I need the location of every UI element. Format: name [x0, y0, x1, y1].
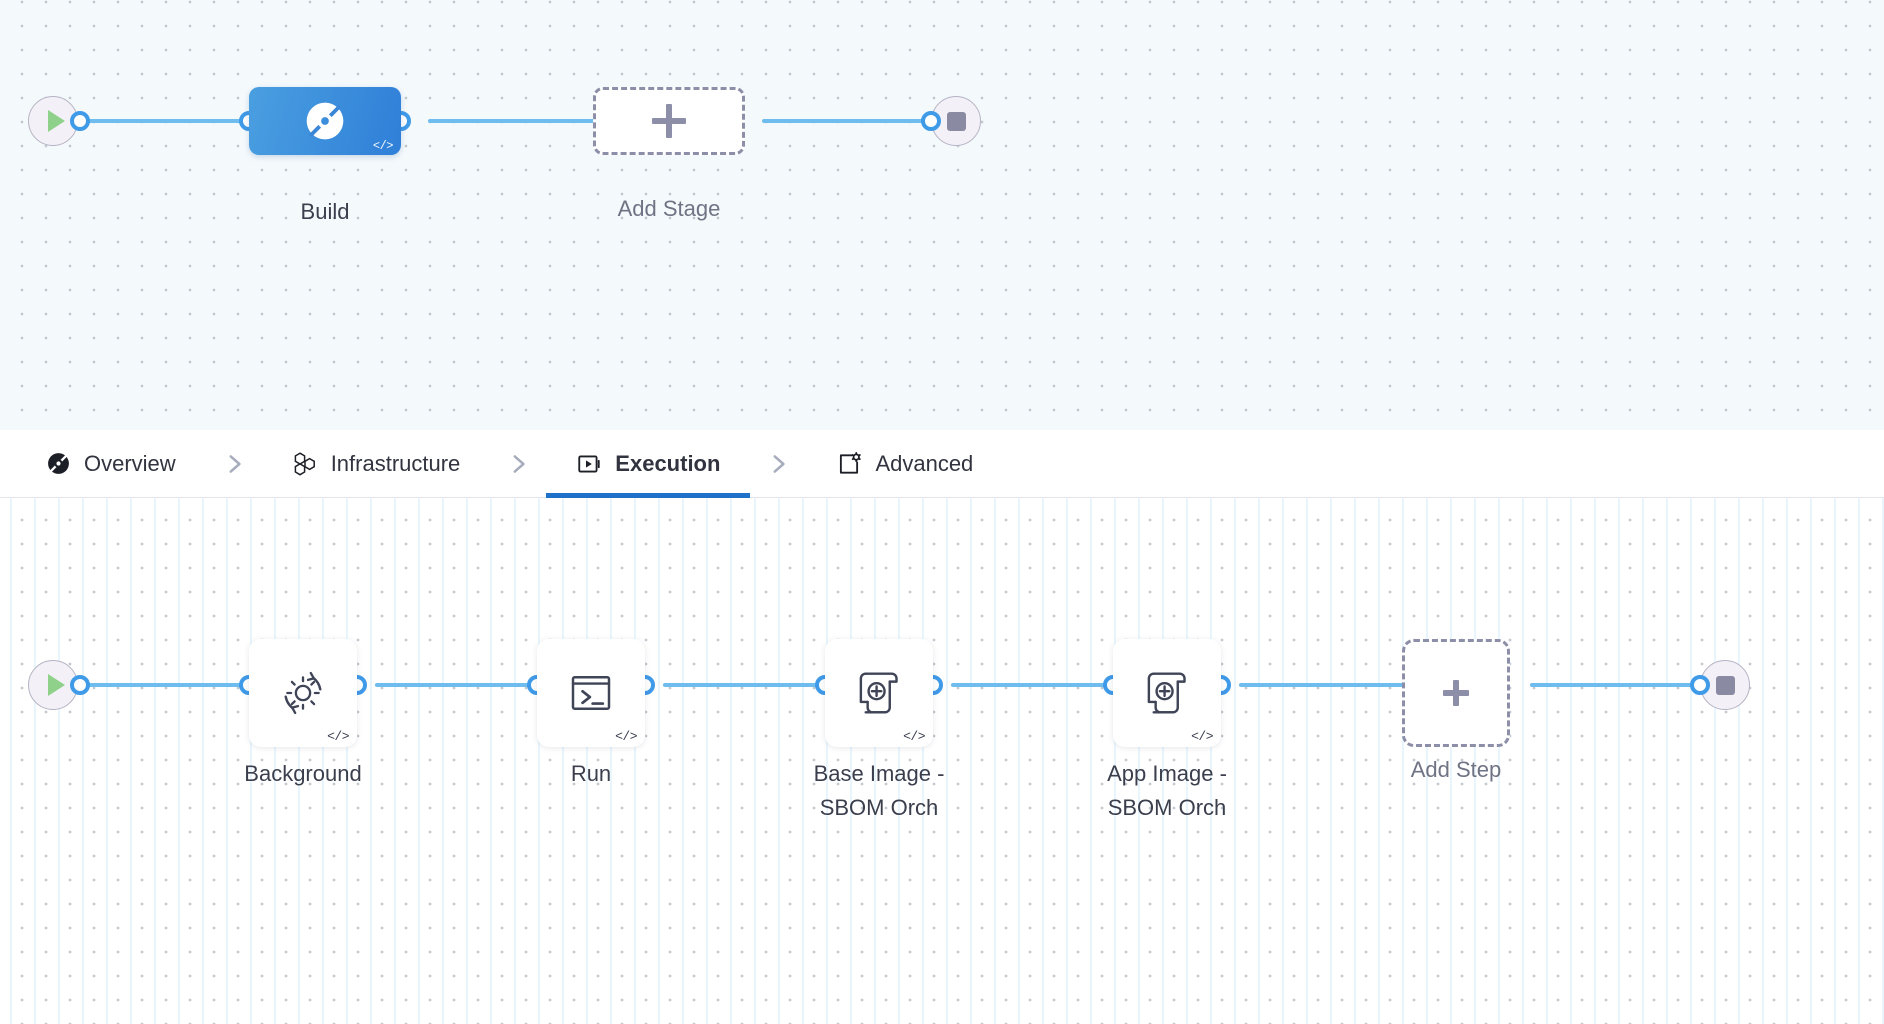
code-badge: </> [1191, 729, 1213, 744]
plus-icon [1443, 680, 1469, 706]
edge-start-to-build [78, 119, 258, 123]
play-icon [47, 110, 65, 132]
ci-build-icon [306, 102, 344, 140]
stage-pipeline-canvas[interactable]: </> Build Add Stage [0, 0, 1884, 430]
step-label-run: Run [570, 761, 612, 786]
tab-label: Infrastructure [330, 450, 461, 476]
chevron-right-icon [206, 430, 262, 497]
port-exec-start-out[interactable] [70, 675, 90, 695]
tab-advanced[interactable]: Advanced [806, 430, 1003, 497]
edge-run-to-base-image [663, 683, 843, 687]
tab-infrastructure[interactable]: Infrastructure [262, 430, 491, 497]
tab-label: Overview [84, 450, 176, 476]
tab-overview[interactable]: Overview [16, 430, 206, 497]
tab-label: Execution [615, 450, 721, 476]
stage-label-build: Build [300, 199, 350, 224]
edge-add-step-to-end [1530, 683, 1710, 687]
edge-background-to-run [375, 683, 555, 687]
execution-play-box-icon [576, 451, 602, 477]
edge-start-to-background [78, 683, 258, 687]
tab-label: Advanced [875, 450, 974, 476]
step-node-app-image-sbom-orch[interactable]: </> [1113, 639, 1221, 747]
chevron-right-icon [750, 430, 806, 497]
pipeline-start-node[interactable] [28, 96, 78, 146]
edge-build-to-add-stage [428, 119, 598, 123]
add-step-label: Add Step [1410, 757, 1502, 782]
advanced-gear-box-icon [836, 451, 862, 477]
step-node-base-image-sbom-orch[interactable]: </> [825, 639, 933, 747]
port-end-in[interactable] [921, 111, 941, 131]
edge-app-image-to-add-step [1239, 683, 1409, 687]
add-step-button[interactable] [1402, 639, 1510, 747]
tab-execution[interactable]: Execution [546, 430, 751, 498]
stop-icon [1715, 675, 1735, 695]
chevron-right-icon [490, 430, 546, 497]
sbom-scroll-plus-icon [1147, 672, 1186, 714]
step-label-base-image-sbom-orch: Base Image - SBOM Orch [813, 761, 945, 820]
terminal-icon [571, 676, 611, 710]
execution-steps-canvas[interactable]: </> Background </> Run [0, 498, 1884, 1024]
sbom-scroll-plus-icon [859, 672, 898, 714]
stop-icon [946, 111, 966, 131]
port-start-out[interactable] [70, 111, 90, 131]
code-badge: </> [903, 729, 925, 744]
code-badge: </> [615, 729, 637, 744]
step-node-run[interactable]: </> [537, 639, 645, 747]
edge-add-stage-to-end [762, 119, 952, 123]
play-icon [47, 674, 65, 696]
edge-base-image-to-app-image [951, 683, 1131, 687]
step-node-background[interactable]: </> [249, 639, 357, 747]
code-badge: </> [327, 729, 349, 744]
infrastructure-hexagons-icon [292, 451, 318, 477]
overview-icon [46, 451, 71, 476]
execution-start-node[interactable] [28, 660, 78, 710]
step-label-background: Background [244, 761, 362, 786]
add-stage-label: Add Stage [617, 196, 721, 221]
step-label-app-image-sbom-orch: App Image - SBOM Orch [1107, 761, 1227, 820]
add-stage-button[interactable] [593, 87, 745, 155]
stage-node-build[interactable]: </> [249, 87, 401, 155]
gear-refresh-icon [284, 671, 322, 715]
port-exec-end-in[interactable] [1690, 675, 1710, 695]
stage-config-tabs: Overview Infrastructure [0, 430, 1884, 498]
code-badge: </> [372, 139, 394, 153]
plus-icon [652, 104, 686, 138]
